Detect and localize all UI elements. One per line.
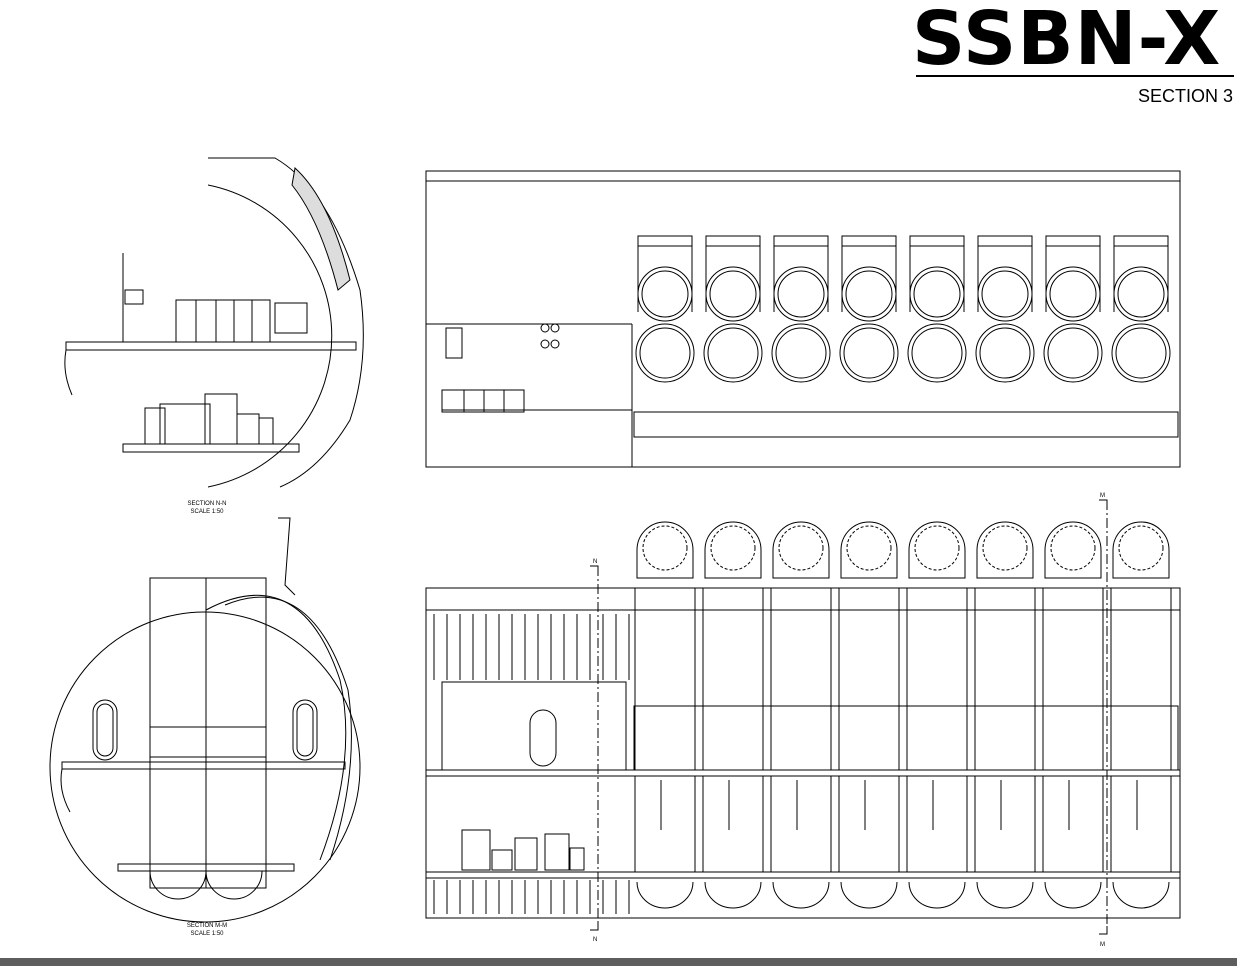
- plan-tube: [703, 235, 763, 383]
- elevation-tube: [1110, 521, 1172, 909]
- marker-m-top: M: [1100, 493, 1105, 499]
- elevation-view: [425, 521, 1181, 919]
- plan-tube: [635, 235, 695, 383]
- title-underline: [916, 75, 1234, 77]
- elevation-tube: [634, 521, 696, 909]
- elevation-tube: [974, 521, 1036, 909]
- section-marker-n: [590, 565, 599, 931]
- section-m-scale: SCALE 1:50: [190, 931, 224, 937]
- marker-n-top: N: [593, 559, 597, 565]
- plan-tube: [1043, 235, 1103, 383]
- drawing-subtitle: SECTION 3: [1137, 86, 1233, 106]
- section-n-caption: SECTION N-N: [188, 501, 227, 507]
- elevation-tube: [770, 521, 832, 909]
- drawing-title: SSBN-X: [912, 0, 1222, 82]
- plan-tube: [1111, 235, 1171, 383]
- marker-n-bottom: N: [593, 937, 597, 943]
- section-n-view: [64, 157, 364, 488]
- marker-m-bottom: M: [1100, 942, 1105, 948]
- plan-view: [425, 170, 1181, 468]
- section-m-view: [49, 517, 361, 923]
- plan-tube: [771, 235, 831, 383]
- section-marker-m: [1099, 499, 1108, 935]
- section-n-scale: SCALE 1:50: [190, 509, 224, 515]
- plan-tube: [907, 235, 967, 383]
- plan-tube: [839, 235, 899, 383]
- elevation-tube: [1042, 521, 1104, 909]
- bottom-border: [0, 958, 1237, 966]
- elevation-tube: [838, 521, 900, 909]
- elevation-tube: [906, 521, 968, 909]
- section-m-caption: SECTION M-M: [187, 923, 227, 929]
- elevation-tube: [702, 521, 764, 909]
- plan-tube: [975, 235, 1035, 383]
